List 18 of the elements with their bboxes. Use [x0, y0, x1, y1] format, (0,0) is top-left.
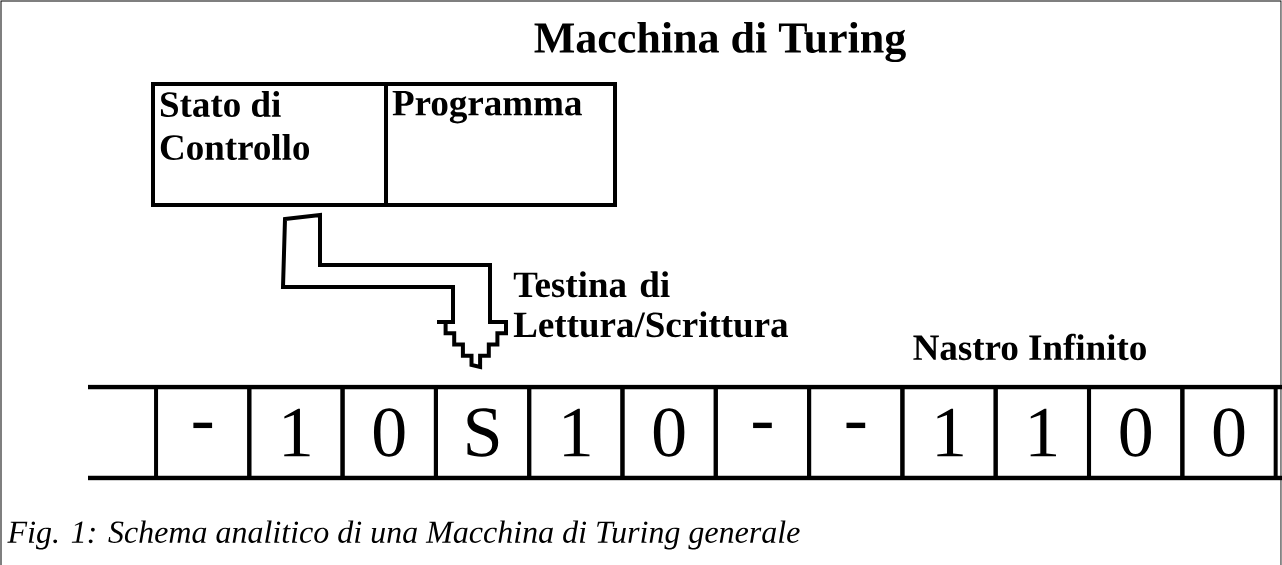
tape-cell: 1 — [900, 385, 998, 480]
program-box: Programma — [384, 82, 617, 207]
tape-label: Nastro Infinito — [913, 333, 1146, 361]
tape-cell: 1 — [993, 385, 1091, 480]
tape-cell: 0 — [1087, 385, 1185, 480]
program-box: Stato di Controllo — [151, 82, 388, 207]
caption: Fig. 1: Schema analitico di una Macchina di Turing generale — [7, 520, 800, 550]
tape-cell: 1 — [527, 385, 625, 480]
title: Macchina di Turing — [534, 21, 906, 63]
tape-cell: - — [807, 385, 905, 480]
tape-cell: - — [154, 385, 252, 480]
tape-cell: 0 — [620, 385, 718, 480]
tape-cell: S — [433, 385, 532, 480]
tape-cell: - — [713, 385, 812, 480]
tape-cell: 1 — [247, 385, 345, 480]
edge-label: Testina di Lettura/Scrittura — [513, 271, 789, 338]
tape-cell: 0 — [340, 385, 438, 480]
tape-cell: 0 — [1180, 385, 1278, 480]
